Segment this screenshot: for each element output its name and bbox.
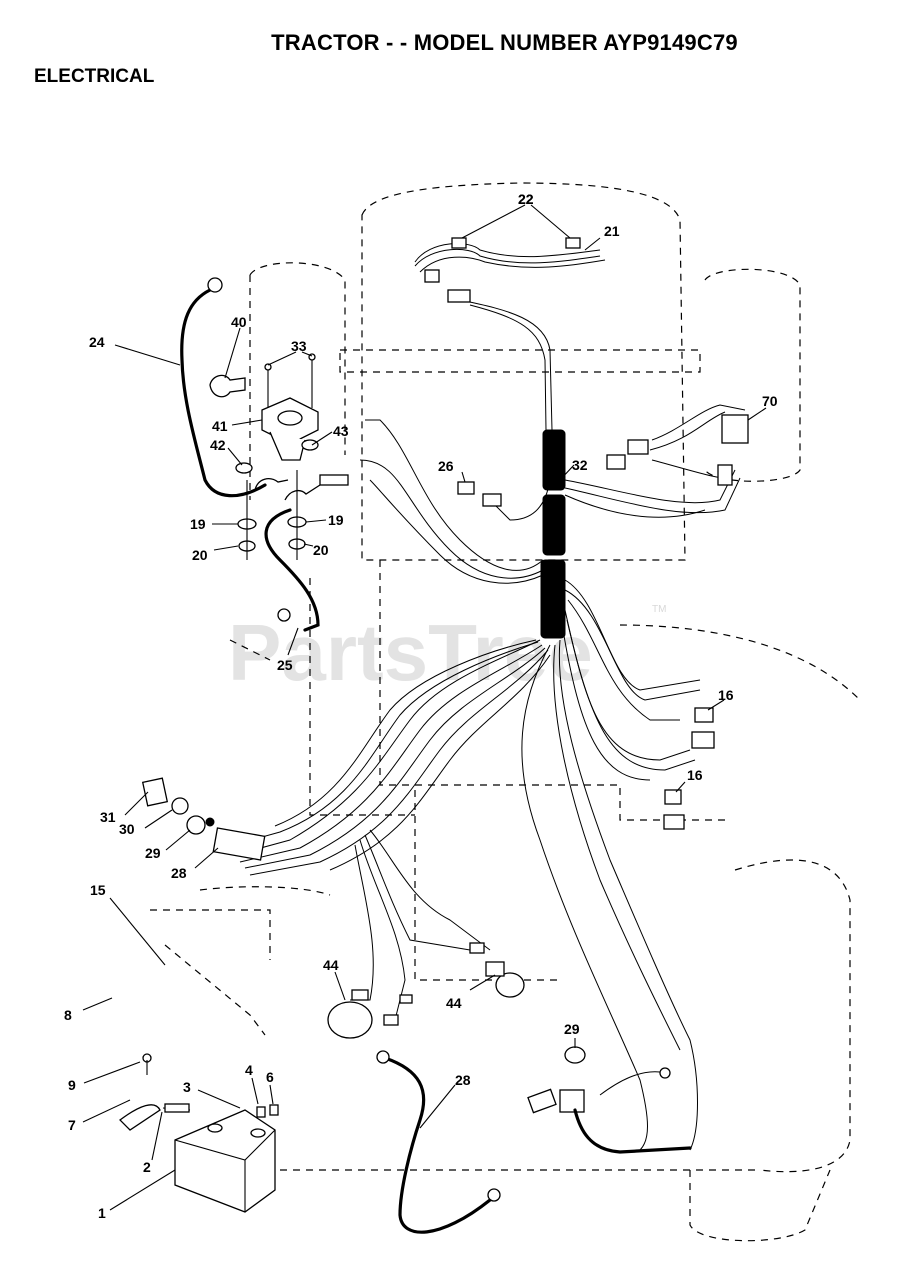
callout-3: 3 xyxy=(183,1079,191,1095)
leader-lines xyxy=(82,204,767,1211)
callout-24: 24 xyxy=(89,334,105,350)
callout-30: 28 xyxy=(171,865,187,881)
callout-41: 33 xyxy=(291,338,307,354)
callout-19: 19 xyxy=(328,512,344,528)
headlight-harness xyxy=(414,237,606,431)
battery xyxy=(119,1053,279,1213)
callout-7: 7 xyxy=(68,1117,76,1133)
callout-33: 31 xyxy=(100,809,116,825)
dash-connectors xyxy=(457,414,749,507)
callout-6: 6 xyxy=(266,1069,274,1085)
ignition-switch xyxy=(141,777,266,861)
callout-4: 4 xyxy=(245,1062,253,1078)
callout-40: 32 xyxy=(572,457,588,473)
callout-32: 30 xyxy=(119,821,135,837)
callout-16: 16 xyxy=(687,767,703,783)
callout-2: 2 xyxy=(143,1159,151,1175)
callout-21: 21 xyxy=(604,223,620,239)
section-label: ELECTRICAL xyxy=(34,66,155,87)
callout-31: 29 xyxy=(145,845,161,861)
seat-switch xyxy=(527,1046,692,1154)
callout-22: 22 xyxy=(518,191,534,207)
callout-44: 43 xyxy=(333,423,349,439)
callout-29: 29 xyxy=(564,1021,580,1037)
callout-20: 20 xyxy=(313,542,329,558)
solenoid-assembly xyxy=(209,353,349,501)
callout-22: 22 xyxy=(518,191,534,207)
callout-19: 19 xyxy=(190,516,206,532)
callout-26: 26 xyxy=(438,458,454,474)
callout-25: 25 xyxy=(277,657,293,673)
light-sockets xyxy=(663,707,715,830)
callout-43: 41 xyxy=(212,418,228,434)
callout-20: 20 xyxy=(192,547,208,563)
callout-28: 28 xyxy=(455,1072,471,1088)
callout-1: 1 xyxy=(98,1205,106,1221)
callout-9: 9 xyxy=(68,1077,76,1093)
callout-15: 15 xyxy=(90,882,106,898)
lamps xyxy=(327,942,525,1039)
callout-16: 16 xyxy=(718,687,734,703)
main-wire-loom xyxy=(229,404,746,1151)
callout-52: 44 xyxy=(446,995,462,1011)
page-title: TRACTOR - - MODEL NUMBER AYP9149C79 xyxy=(271,30,738,55)
watermark-tm: TM xyxy=(652,604,666,615)
battery-cables xyxy=(180,277,501,1234)
callout-42: 40 xyxy=(231,314,247,330)
tractor-outline xyxy=(150,182,861,1242)
callouts: 22 22 21 24 40 33 41 42 43 19 19 20 20 2… xyxy=(64,191,778,1221)
callout-44: 42 xyxy=(210,437,226,453)
callout-48: 44 xyxy=(323,957,339,973)
callout-8: 8 xyxy=(64,1007,72,1023)
callout-70: 70 xyxy=(762,393,778,409)
